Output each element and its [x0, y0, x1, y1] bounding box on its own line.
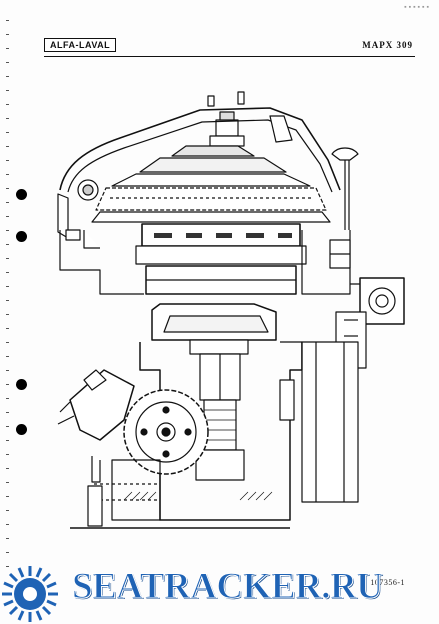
document-number: 107356-1: [370, 578, 405, 587]
sun-burst-logo-icon: [2, 566, 58, 622]
margin-tick: [6, 132, 9, 133]
margin-tick: [6, 258, 9, 259]
margin-tick: [6, 202, 9, 203]
margin-tick: [6, 398, 9, 399]
margin-tick: [6, 370, 9, 371]
frame-walls: [59, 229, 351, 295]
binder-hole-icon: [16, 189, 27, 200]
margin-tick: [6, 300, 9, 301]
margin-tick: [6, 76, 9, 77]
margin-tick: [6, 244, 9, 245]
margin-tick: [6, 146, 9, 147]
bowl-body: [135, 223, 307, 295]
margin-tick: [6, 384, 9, 385]
frame-hood: [57, 107, 341, 239]
margin-tick: [6, 440, 9, 441]
margin-tick: [6, 90, 9, 91]
model-label: MAPX 309: [362, 40, 413, 50]
worm-wheel: [123, 389, 209, 475]
bowl-disc-stack: [91, 145, 331, 223]
binder-hole-icon: [16, 424, 27, 435]
brand-logo: ALFA-LAVAL: [44, 38, 117, 52]
margin-tick: [6, 174, 9, 175]
margin-tick: [6, 496, 9, 497]
margin-tick: [6, 524, 9, 525]
margin-tick: [6, 34, 9, 35]
margin-tick: [6, 230, 9, 231]
margin-ticks: [6, 20, 10, 580]
margin-tick: [6, 482, 9, 483]
margin-tick: [6, 342, 9, 343]
margin-tick: [6, 272, 9, 273]
corner-mark: ▪▪▪▪▪▪: [404, 4, 431, 11]
margin-tick: [6, 216, 9, 217]
margin-tick: [6, 468, 9, 469]
margin-tick: [6, 314, 9, 315]
section-hatching: [123, 491, 273, 501]
margin-tick: [6, 48, 9, 49]
margin-tick: [6, 538, 9, 539]
margin-tick: [6, 286, 9, 287]
margin-tick: [6, 104, 9, 105]
header-rule: [44, 56, 415, 57]
margin-tick: [6, 328, 9, 329]
drive-housing: [57, 369, 290, 529]
margin-tick: [6, 188, 9, 189]
binder-hole-icon: [16, 379, 27, 390]
top-nut: [207, 91, 245, 147]
spindle-assembly: [151, 303, 277, 481]
margin-tick: [6, 20, 9, 21]
margin-tick: [6, 454, 9, 455]
separator-section-drawing: [57, 91, 405, 529]
watermark-text: SEATRACKER.RU: [71, 566, 383, 608]
margin-tick: [6, 160, 9, 161]
margin-tick: [6, 426, 9, 427]
binder-hole-icon: [16, 231, 27, 242]
margin-tick: [6, 510, 9, 511]
margin-tick: [6, 118, 9, 119]
margin-tick: [6, 412, 9, 413]
margin-tick: [6, 552, 9, 553]
margin-tick: [6, 62, 9, 63]
margin-tick: [6, 566, 9, 567]
hood-knob: [331, 147, 359, 230]
margin-tick: [6, 356, 9, 357]
frame-lower: [139, 341, 359, 521]
